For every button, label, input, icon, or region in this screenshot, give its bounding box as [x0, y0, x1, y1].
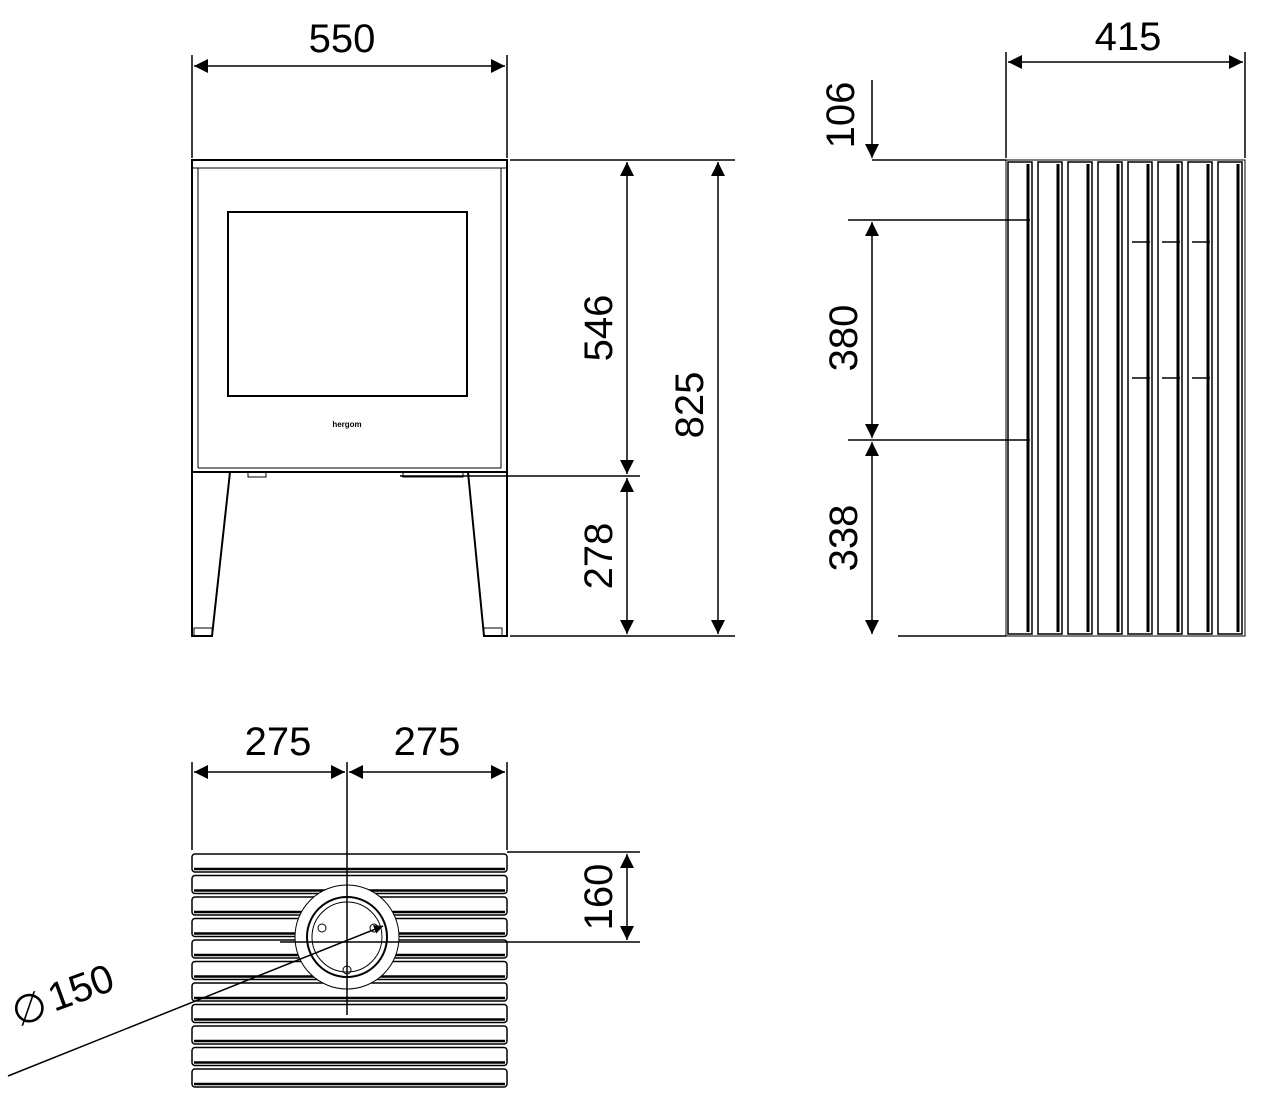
side-slat	[1097, 161, 1123, 635]
flue-offset-dimension: 160	[577, 864, 621, 931]
front-view: hergom 550 546 278 825	[191, 17, 735, 637]
side-dimension-lines	[848, 52, 1246, 637]
side-slats	[1005, 159, 1246, 637]
front-dimension-lines	[191, 55, 735, 637]
body-height-dimension: 546	[577, 295, 621, 362]
brand-logo: hergom	[332, 420, 361, 429]
top-offset-dimension: 106	[819, 82, 863, 149]
bottom-dimension: 338	[822, 505, 866, 572]
left-half-dimension: 275	[245, 720, 312, 764]
top-view: 275 275 160 ∅ 150	[6, 720, 640, 1088]
stove-front-body	[191, 159, 508, 478]
side-slat	[1007, 161, 1033, 635]
side-slat	[1157, 161, 1183, 635]
leg-height-dimension: 278	[577, 523, 621, 590]
top-slat	[191, 1068, 508, 1088]
side-slat	[1217, 161, 1243, 635]
side-slat	[1037, 161, 1063, 635]
side-slat	[1187, 161, 1213, 635]
width-dimension: 550	[309, 17, 376, 61]
side-slat	[1067, 161, 1093, 635]
top-slat	[191, 1003, 508, 1024]
side-slat	[1127, 161, 1153, 635]
side-view: 415 106 380 338	[819, 15, 1246, 637]
middle-dimension: 380	[822, 305, 866, 372]
stove-legs	[191, 471, 508, 637]
flue-diameter-dimension: 150	[42, 956, 120, 1020]
total-height-dimension: 825	[668, 372, 712, 439]
glass-window	[227, 211, 468, 397]
right-half-dimension: 275	[394, 720, 461, 764]
depth-dimension: 415	[1095, 15, 1162, 59]
top-slat	[191, 853, 508, 873]
top-dimension-lines	[7, 762, 640, 1077]
top-slat	[191, 1025, 508, 1045]
top-slat	[191, 1046, 508, 1067]
